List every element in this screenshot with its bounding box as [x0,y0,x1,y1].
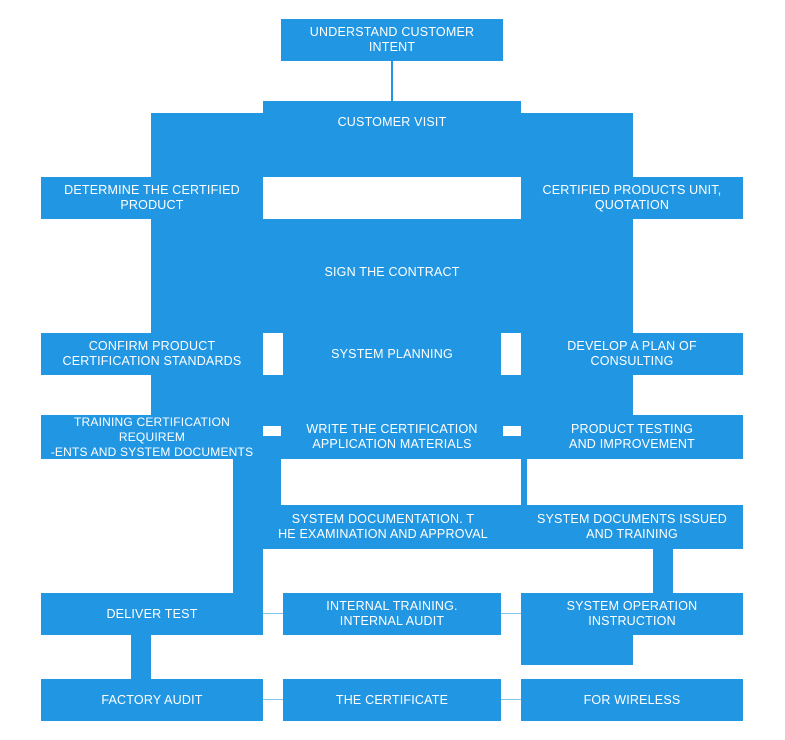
knockout-center-gapB [501,333,521,375]
node-develop-a-plan-of-consulting[interactable]: DEVELOP A PLAN OF CONSULTING [521,333,743,375]
knockout-center-gapA [263,333,283,375]
node-determine-the-certified-product[interactable]: DETERMINE THE CERTIFIED PRODUCT [41,177,263,219]
node-write-the-certification-application-materials[interactable]: WRITE THE CERTIFICATION APPLICATION MATE… [281,415,503,459]
knockout-col3-row6to7 [527,459,743,505]
rule-row8-col2-col3 [501,613,521,614]
rule-row9-col1-col2 [263,699,283,700]
knockout-left-row7stub [41,549,151,593]
knockout-center-gapE [305,549,327,593]
node-confirm-product-certification-standards[interactable]: CONFIRM PRODUCT CERTIFICATION STANDARDS [41,333,263,375]
node-the-certificate[interactable]: THE CERTIFICATE [283,679,501,721]
knockout-center-row6to7 [281,459,521,505]
rule-row8-col1-col2 [263,613,283,614]
knockout-col1-row8gapL [41,635,131,679]
node-internal-training-internal-audit[interactable]: INTERNAL TRAINING. INTERNAL AUDIT [283,593,501,635]
knockout-col3-row8gapL [521,549,653,593]
knockout-col1-row8gapR [151,635,263,679]
node-system-documents-issued-and-training[interactable]: SYSTEM DOCUMENTS ISSUED AND TRAINING [521,505,743,549]
node-system-planning[interactable]: SYSTEM PLANNING [283,333,501,375]
node-for-wireless[interactable]: FOR WIRELESS [521,679,743,721]
node-product-testing-and-improvement[interactable]: PRODUCT TESTING AND IMPROVEMENT [521,415,743,459]
node-deliver-test[interactable]: DELIVER TEST [41,593,263,635]
node-training-certification-requirements[interactable]: TRAINING CERTIFICATION REQUIREM -ENTS AN… [41,415,263,459]
node-understand-customer-intent[interactable]: UNDERSTAND CUSTOMER INTENT [281,19,503,61]
knockout-center-white-1 [263,177,521,219]
node-sign-the-contract[interactable]: SIGN THE CONTRACT [263,251,521,293]
knockout-col3-row8gapR [673,549,743,593]
node-customer-visit[interactable]: CUSTOMER VISIT [263,101,521,143]
knockout-center-gapD [503,426,521,436]
connector-stem-top [391,61,393,113]
knockout-center-gapC [263,426,281,436]
node-certified-products-unit-quotation[interactable]: CERTIFIED PRODUCTS UNIT, QUOTATION [521,177,743,219]
knockout-col3-upper [633,219,743,333]
knockout-col1-upper [41,219,151,333]
node-factory-audit[interactable]: FACTORY AUDIT [41,679,263,721]
rule-row9-col2-col3 [501,699,521,700]
node-system-operation-instruction[interactable]: SYSTEM OPERATION INSTRUCTION [521,593,743,635]
node-system-documentation-examination-approval[interactable]: SYSTEM DOCUMENTATION. T HE EXAMINATION A… [263,505,503,549]
knockout-center-row7bot [263,549,521,593]
